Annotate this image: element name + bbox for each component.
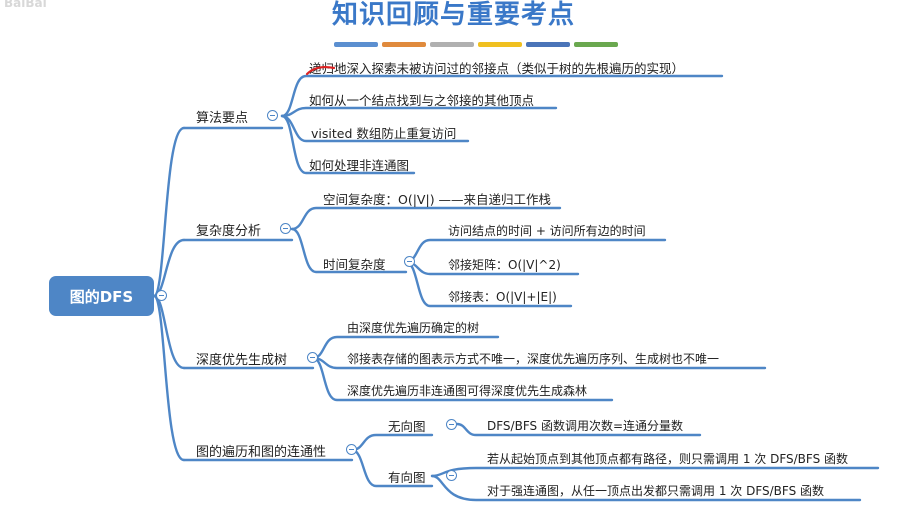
topic-item[interactable]: visited 数组防止重复访问 — [311, 126, 457, 141]
collapse-icon[interactable] — [280, 223, 291, 234]
topic-item[interactable]: 邻接表存储的图表示方式不唯一，深度优先遍历序列、生成树也不唯一 — [347, 352, 720, 366]
collapse-icon[interactable] — [446, 419, 457, 430]
watermark-logo: BaiBai — [4, 0, 47, 10]
topic-item[interactable]: 如何从一个结点找到与之邻接的其他顶点 — [309, 93, 535, 108]
topic-item[interactable]: DFS/BFS 函数调用次数=连通分量数 — [487, 419, 684, 433]
topic-item[interactable]: 访问结点的时间 + 访问所有边的时间 — [448, 224, 646, 238]
page-title: 知识回顾与重要考点 — [331, 0, 575, 30]
topic-item[interactable]: 空间复杂度：O(|V|) ——来自递归工作栈 — [323, 192, 552, 207]
collapse-icon[interactable] — [446, 470, 457, 481]
color-segment — [478, 42, 522, 47]
red-underline-annotation — [305, 66, 336, 76]
collapse-icon[interactable] — [404, 256, 415, 267]
topic-item[interactable]: 递归地深入探索未被访问过的邻接点（类似于树的先根遍历的实现） — [309, 61, 685, 76]
topic-complexity[interactable]: 复杂度分析 — [196, 224, 262, 239]
topic-traversal-connectivity[interactable]: 图的遍历和图的连通性 — [196, 445, 327, 460]
color-segment — [574, 42, 618, 47]
topic-item[interactable]: 如何处理非连通图 — [309, 158, 410, 173]
collapse-icon[interactable] — [307, 352, 318, 363]
topic-undirected-graph[interactable]: 无向图 — [388, 419, 426, 434]
topic-dfs-spanning-tree[interactable]: 深度优先生成树 — [196, 353, 288, 368]
topic-algorithm-points[interactable]: 算法要点 — [196, 111, 249, 126]
topic-time-complexity[interactable]: 时间复杂度 — [323, 257, 386, 272]
root-node[interactable]: 图的DFS — [49, 276, 154, 316]
color-segment — [334, 42, 378, 47]
topic-item[interactable]: 邻接表：O(|V|+|E|) — [448, 290, 557, 304]
color-segment — [526, 42, 570, 47]
collapse-icon[interactable] — [346, 444, 357, 455]
topic-item[interactable]: 邻接矩阵：O(|V|^2) — [448, 258, 561, 272]
collapse-icon[interactable] — [267, 110, 278, 121]
topic-directed-graph[interactable]: 有向图 — [388, 470, 426, 485]
topic-item[interactable]: 若从起始顶点到其他顶点都有路径，则只需调用 1 次 DFS/BFS 函数 — [487, 452, 849, 466]
topic-item[interactable]: 对于强连通图，从任一顶点出发都只需调用 1 次 DFS/BFS 函数 — [487, 484, 825, 498]
color-segment — [382, 42, 426, 47]
topic-item[interactable]: 深度优先遍历非连通图可得深度优先生成森林 — [347, 384, 588, 398]
collapse-icon[interactable] — [156, 290, 167, 301]
color-segment — [430, 42, 474, 47]
topic-item[interactable]: 由深度优先遍历确定的树 — [347, 321, 480, 335]
